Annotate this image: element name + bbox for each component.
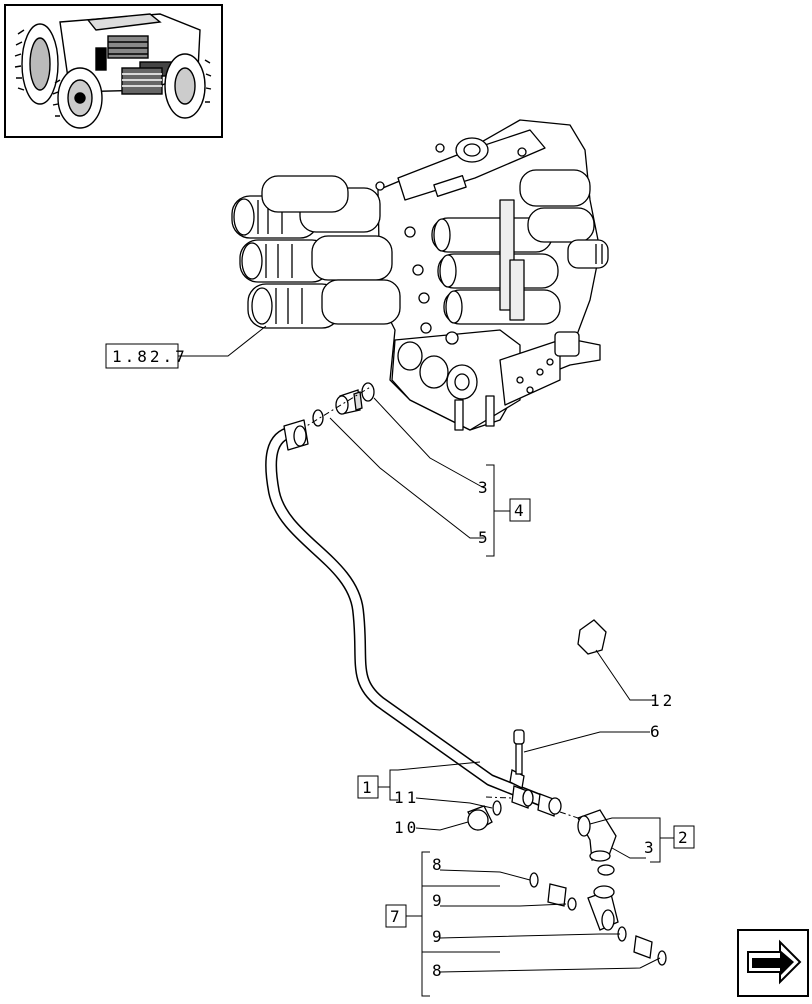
cap-12 [577, 619, 607, 655]
callout-4-box [509, 498, 531, 522]
fitting-adapter-upper [312, 382, 375, 427]
tractor-front-icon [14, 13, 212, 129]
next-page-button[interactable] [737, 929, 809, 997]
callout-2-box [673, 825, 695, 849]
tractor-thumbnail [4, 4, 223, 138]
pipe-end-fittings [467, 769, 562, 831]
reference-valve-group[interactable]: 1.82.7 [112, 347, 188, 366]
callout-8-lower: 8 [432, 961, 445, 980]
spool-section [231, 175, 401, 329]
callout-7-box [385, 904, 407, 928]
callout-2: 2 [678, 828, 691, 847]
callout-7: 7 [390, 907, 403, 926]
callout-5: 5 [478, 528, 491, 547]
callout-4: 4 [514, 501, 527, 520]
hydraulic-pipe [265, 419, 546, 806]
control-valve-assembly [231, 119, 609, 431]
callout-1: 1 [362, 778, 375, 797]
next-page-arrow-icon [747, 939, 802, 985]
reference-box[interactable] [105, 343, 179, 369]
callout-11: 11 [394, 788, 419, 807]
bolt-6 [513, 729, 525, 775]
spool-section-right [431, 169, 609, 325]
callout-3-upper: 3 [478, 478, 491, 497]
bolts [375, 143, 527, 345]
tee-fitting-group [529, 872, 667, 966]
callout-1-box [357, 775, 379, 799]
leader-lines [178, 325, 674, 997]
valve-base [391, 329, 580, 431]
callout-9-top: 9 [432, 891, 445, 910]
center-lines [299, 385, 591, 823]
callout-9-lower: 9 [432, 927, 445, 946]
callout-12: 12 [650, 691, 675, 710]
callout-10: 10 [394, 818, 419, 837]
callout-8-top: 8 [432, 855, 445, 874]
callout-3-lower: 3 [644, 838, 657, 857]
callout-6: 6 [650, 722, 663, 741]
callouts: 1.82.7 3 4 5 12 6 1 11 10 3 2 7 8 9 9 8 [105, 343, 695, 980]
elbow-fitting [577, 809, 617, 876]
